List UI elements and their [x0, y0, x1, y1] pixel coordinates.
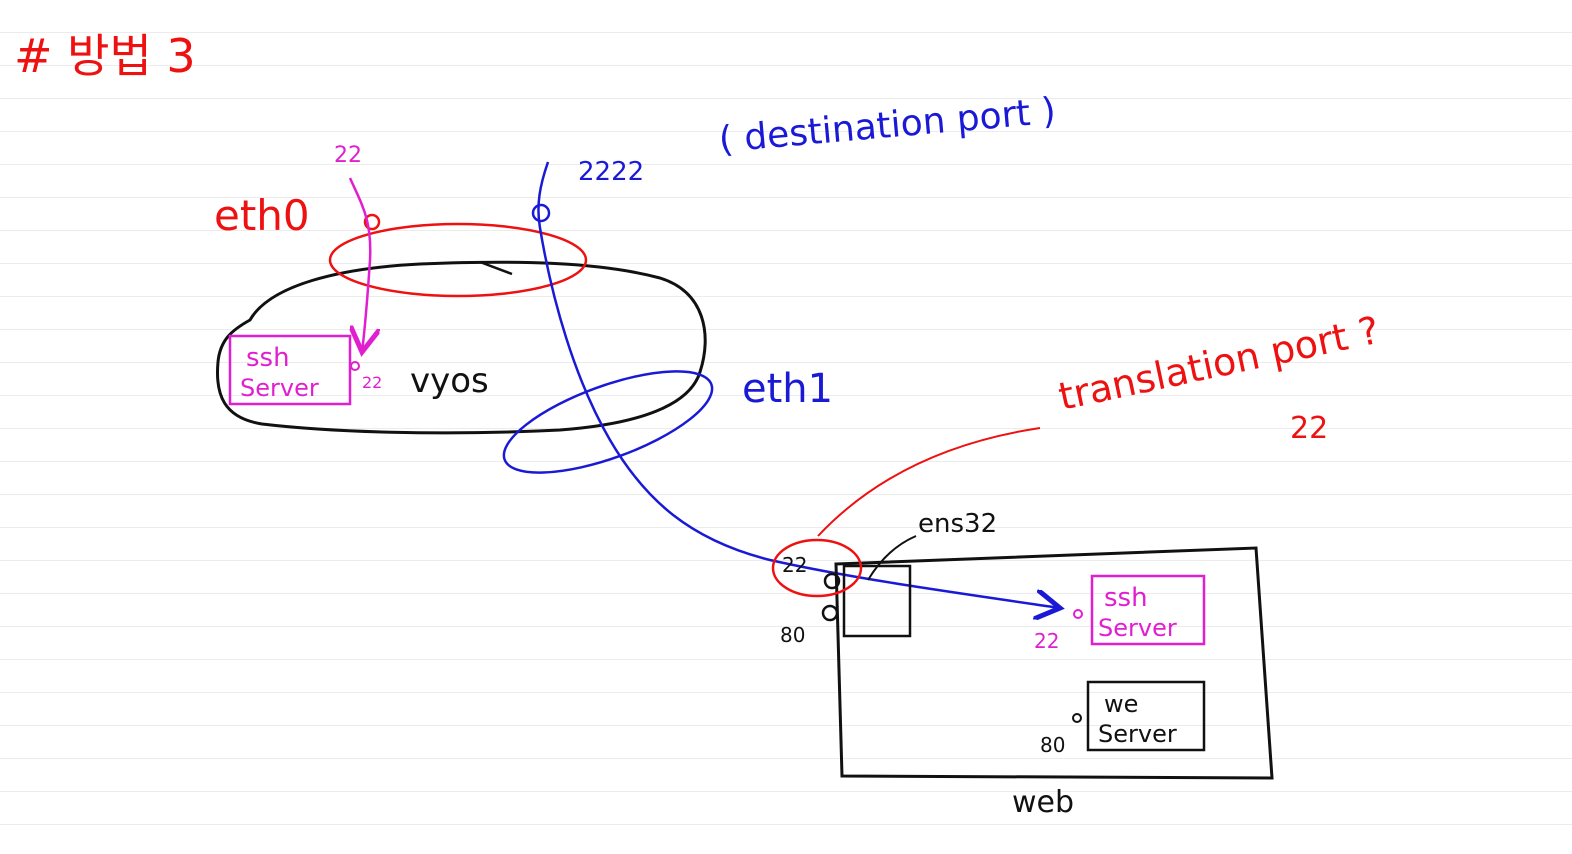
page-title: # 방법 3 — [14, 29, 196, 83]
vyos-ssh-port-number: 22 — [362, 373, 382, 392]
eth0-port-circle — [363, 213, 381, 231]
ens32-port-80-circle — [821, 604, 839, 622]
web-server-machine-label: web — [1012, 785, 1074, 820]
web-ssh-server-box — [1090, 574, 1206, 646]
vyos-router-shape — [215, 260, 707, 435]
port-forward-path — [537, 161, 1060, 608]
eth0-to-ssh-arrow — [350, 177, 370, 352]
eth1-label: eth1 — [742, 366, 833, 412]
web-ssh-port-number: 22 — [1034, 629, 1059, 653]
web-server-port-number: 80 — [1040, 733, 1065, 757]
web-ssh-server-label-2: Server — [1098, 614, 1177, 642]
ens32-port-22-circle — [823, 572, 841, 590]
ens32-port-80-label: 80 — [780, 623, 805, 647]
eth1-interface-ellipse — [502, 370, 714, 474]
destination-port-number: 2222 — [578, 157, 644, 187]
ens32-label: ens32 — [918, 509, 997, 539]
web-server-label-2: Server — [1098, 720, 1177, 748]
eth0-label: eth0 — [214, 191, 310, 240]
destination-port-circle — [531, 203, 551, 223]
vyos-stroke-mark — [479, 260, 513, 276]
eth0-port-number: 22 — [334, 143, 362, 168]
vyos-ssh-port-circle — [350, 361, 360, 371]
eth0-interface-ellipse — [328, 222, 588, 298]
vyos-ssh-server-label-2: Server — [240, 374, 319, 402]
web-server-label-1: we — [1104, 690, 1138, 718]
translation-port-number: 22 — [1290, 411, 1328, 446]
web-server-machine-box — [834, 546, 1274, 780]
web-ssh-server-label-1: ssh — [1104, 583, 1148, 613]
web-server-box — [1086, 680, 1206, 752]
ens32-port-22-label: 22 — [782, 553, 807, 577]
vyos-ssh-server-label-1: ssh — [246, 343, 290, 373]
destination-port-label: ( destination port ) — [717, 91, 1057, 161]
web-ssh-port-circle — [1073, 609, 1083, 619]
ens32-pointer-line — [867, 535, 917, 581]
translation-pointer-line — [817, 427, 1041, 537]
vyos-label: vyos — [410, 361, 489, 401]
translation-port-label: translation port ? — [1055, 308, 1384, 419]
ens32-translation-ellipse — [771, 538, 863, 598]
web-server-port-circle — [1072, 713, 1082, 723]
vyos-ssh-server-box — [228, 334, 352, 406]
